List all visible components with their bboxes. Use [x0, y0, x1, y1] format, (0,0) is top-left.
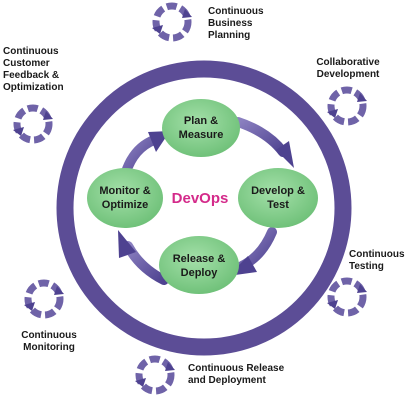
label-release-deployment: Continuous Release and Deployment [188, 363, 285, 386]
node-monitor-line-1: Monitor & [99, 185, 150, 197]
center-title: DevOps [172, 190, 229, 207]
cycle-icon-testing [327, 277, 367, 317]
node-monitor-line-2: Optimize [102, 199, 148, 211]
node-develop-test: Develop & Test [238, 168, 318, 228]
arrow-plan-to-develop [233, 117, 288, 157]
node-release-line-1: Release & [173, 253, 226, 265]
cycle-icon-business-planning [152, 2, 192, 42]
node-plan-line-2: Measure [179, 129, 224, 141]
node-develop-line-1: Develop & [251, 185, 305, 197]
node-plan-line-1: Plan & [184, 115, 218, 127]
label-feedback: Continuous Customer Feedback & Optimizat… [3, 46, 64, 93]
main-ring [56, 60, 352, 356]
node-plan-measure: Plan & Measure [162, 99, 240, 157]
label-collaborative-development: Collaborative Development [316, 57, 380, 80]
ring-label-best-practices: Best Practices [164, 311, 251, 332]
arrow-plan-to-develop-head [276, 141, 294, 168]
arrow-release-to-monitor-head [118, 230, 136, 258]
cycle-icon-release-deployment [135, 355, 175, 395]
node-develop-line-2: Test [267, 199, 289, 211]
cycle-icon-collaborative-development [327, 86, 367, 126]
cycle-arrows [118, 117, 294, 285]
label-monitoring: Continuous Monitoring [21, 330, 77, 353]
node-release-deploy: Release & Deploy [159, 236, 239, 294]
cycle-icon-feedback [13, 104, 53, 144]
arrow-monitor-to-plan [121, 135, 159, 177]
label-business-planning: Continuous Business Planning [208, 6, 264, 41]
cycle-icon-monitoring [24, 279, 64, 319]
label-testing: Continuous Testing [349, 249, 405, 272]
node-release-line-2: Deploy [181, 267, 219, 279]
node-monitor-optimize: Monitor & Optimize [87, 168, 163, 228]
